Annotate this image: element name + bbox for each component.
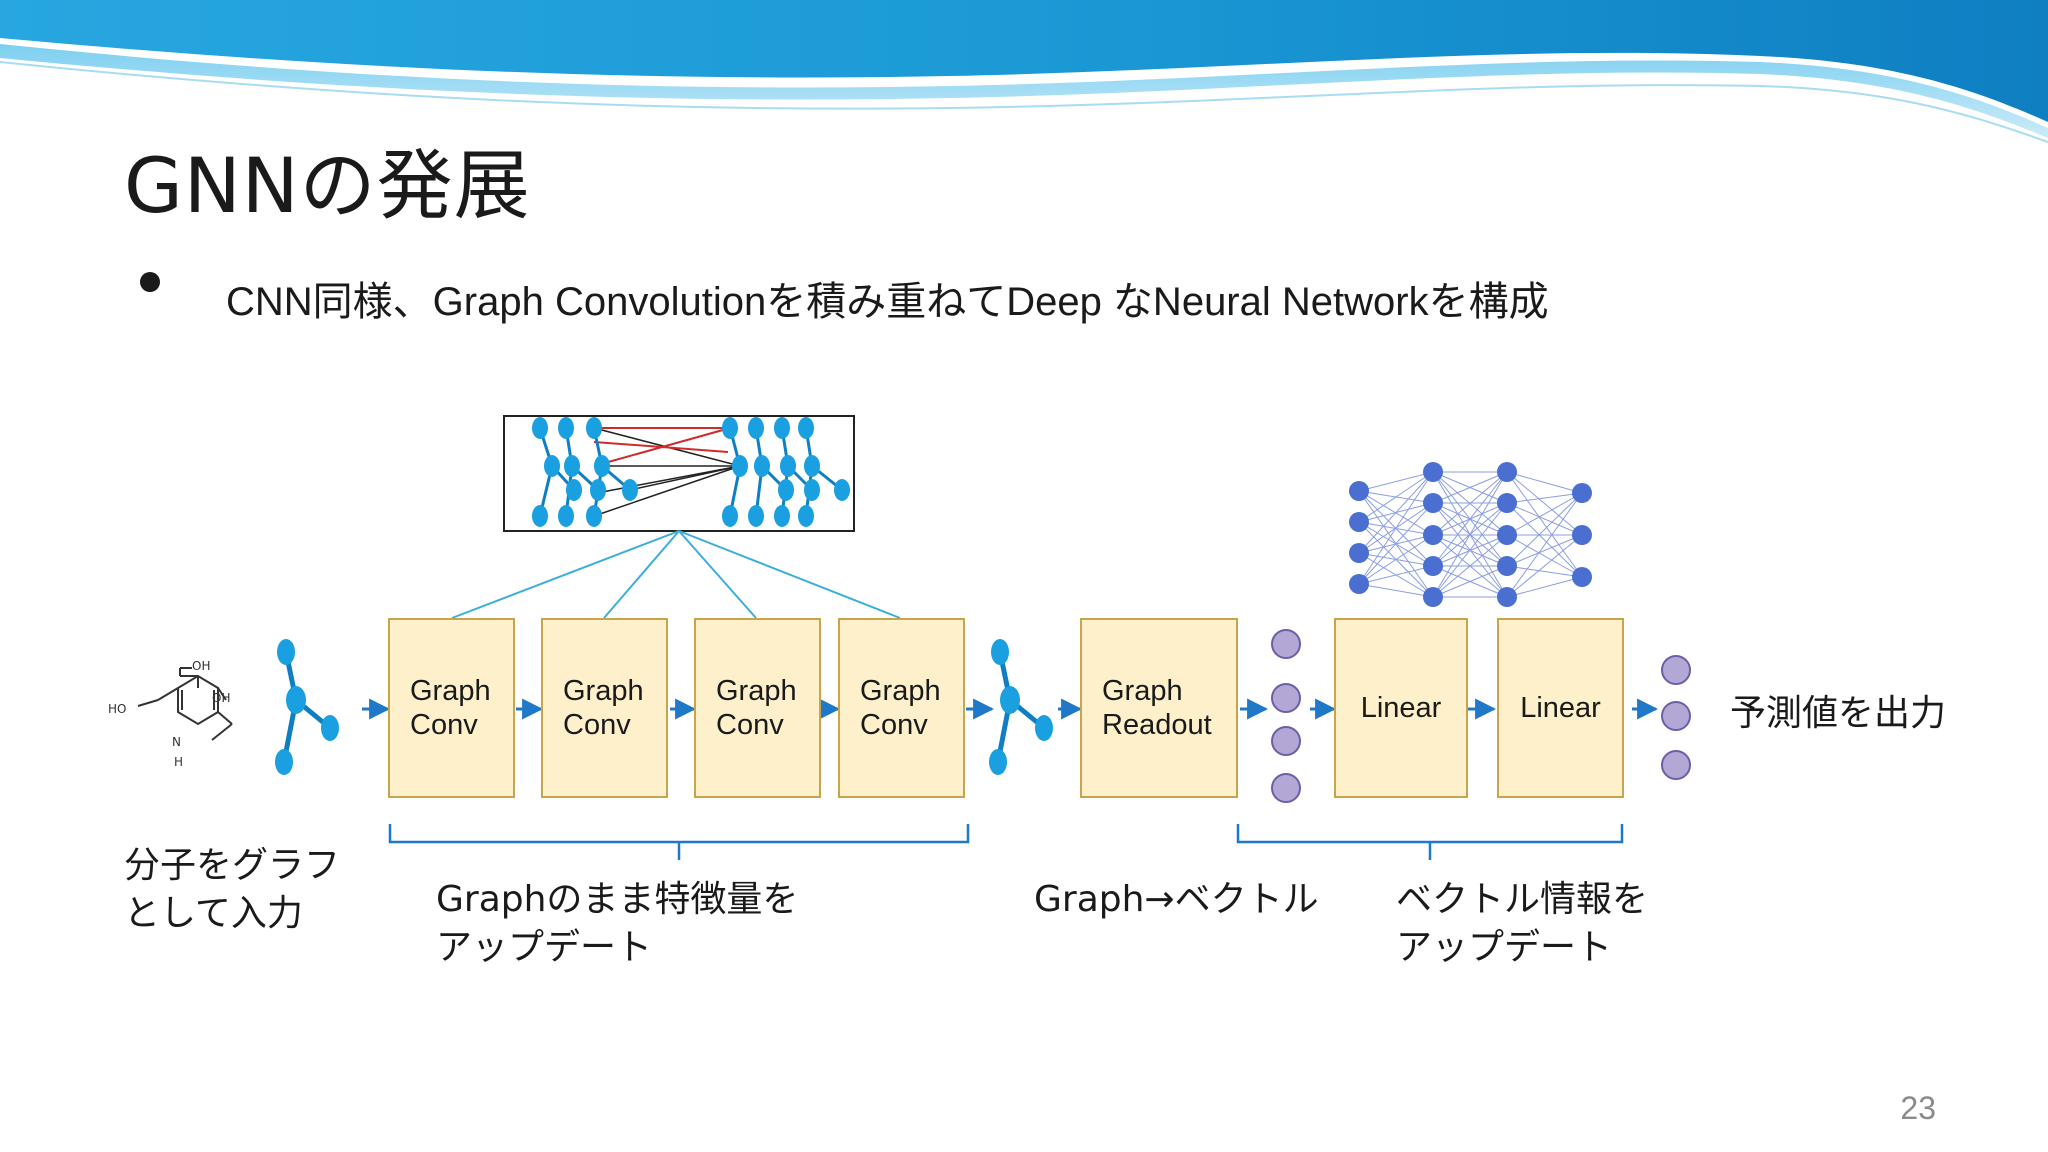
graph-conv-label-4: Graph Conv	[860, 675, 941, 741]
header-wave	[0, 0, 2048, 143]
graph-conv-box-3: Graph Conv	[694, 618, 821, 798]
bullet-text: CNN同様、Graph Convolutionを積み重ねてDeep なNeura…	[226, 280, 1549, 324]
mlp-node	[1423, 525, 1443, 545]
mlp-node	[1349, 481, 1369, 501]
mlp-node	[1497, 525, 1517, 545]
output-vector-nodes	[1661, 655, 1691, 780]
linear-box-1: Linear	[1334, 618, 1468, 798]
graph-conv-label-2: Graph Conv	[563, 675, 644, 741]
bracket-graph-update	[388, 824, 970, 844]
mlp-node	[1423, 556, 1443, 576]
page-number: 23	[1900, 1090, 1936, 1126]
molecule-label-ho-left: HO	[108, 702, 126, 716]
caption-output: 予測値を出力	[1730, 693, 1947, 734]
mlp-node	[1572, 567, 1592, 587]
bracket-vector-update	[1236, 824, 1624, 844]
slide-title: GNNの発展	[124, 141, 531, 230]
caption-to-vector: Graph→ベクトル	[1034, 879, 1319, 920]
molecule-label-oh-top: OH	[192, 659, 210, 673]
molecule-label-n: N	[172, 735, 181, 749]
graph-conv-label-1: Graph Conv	[410, 675, 491, 741]
caption-input: 分子をグラフ として入力	[124, 845, 341, 934]
graph-conv-inset	[503, 415, 855, 532]
readout-vector-nodes	[1271, 629, 1301, 803]
caption-update-vector: ベクトル情報を アップデート	[1396, 879, 1649, 968]
linear-label-2: Linear	[1520, 692, 1601, 724]
mlp-node	[1497, 462, 1517, 482]
mlp-node	[1497, 587, 1517, 607]
output-graph-icon	[989, 639, 1053, 775]
linear-label-1: Linear	[1360, 692, 1442, 724]
mlp-node	[1349, 512, 1369, 532]
caption-update-graph: Graphのまま特徴量を アップデート	[436, 879, 799, 968]
mlp-node	[1572, 483, 1592, 503]
molecule-structure	[137, 667, 233, 741]
mlp-node	[1349, 574, 1369, 594]
graph-readout-box: Graph Readout	[1080, 618, 1238, 798]
graph-readout-label: Graph Readout	[1102, 675, 1212, 741]
inset-connector-lines	[451, 530, 901, 619]
mlp-network-icon	[1349, 462, 1592, 607]
mlp-node	[1497, 493, 1517, 513]
mlp-node	[1423, 493, 1443, 513]
linear-box-2: Linear	[1497, 618, 1624, 798]
brackets	[388, 824, 1624, 860]
molecule-label-oh-right: OH	[212, 691, 230, 705]
mlp-node	[1572, 525, 1592, 545]
molecule-label-h: H	[174, 755, 183, 769]
bullet-marker	[140, 272, 160, 292]
graph-conv-box-2: Graph Conv	[541, 618, 668, 798]
graph-conv-label-3: Graph Conv	[716, 675, 797, 741]
mlp-node	[1497, 556, 1517, 576]
graph-conv-box-4: Graph Conv	[838, 618, 965, 798]
mlp-node	[1423, 587, 1443, 607]
mlp-node	[1349, 543, 1369, 563]
input-graph-icon	[275, 639, 339, 775]
mlp-node	[1423, 462, 1443, 482]
graph-conv-box-1: Graph Conv	[388, 618, 515, 798]
